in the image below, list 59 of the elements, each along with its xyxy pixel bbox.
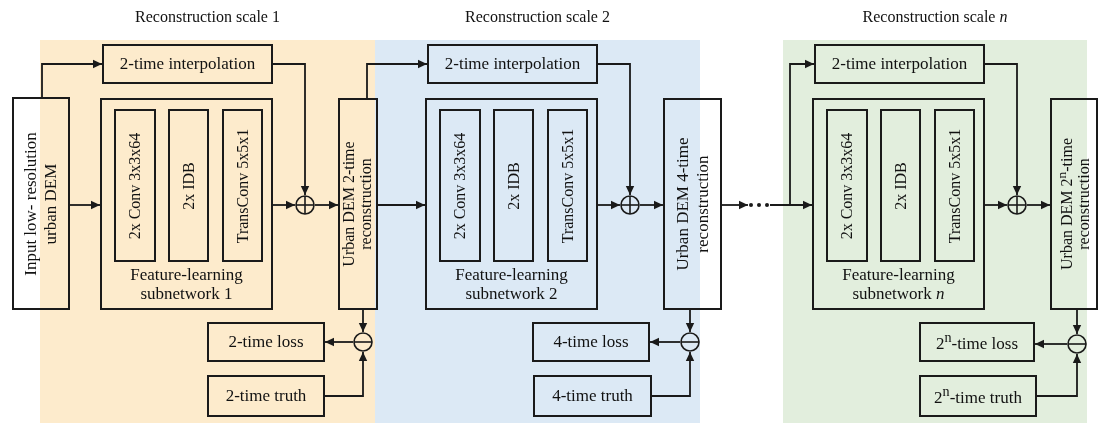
- ellipsis-dots: [748, 201, 770, 209]
- subtraction-circle: [1067, 334, 1087, 354]
- arrow: [597, 200, 621, 210]
- arrow: [366, 59, 428, 99]
- arrow: [377, 200, 426, 210]
- arrow: [69, 200, 101, 210]
- subnetwork-title: Feature-learning subnetwork n: [841, 264, 956, 304]
- arrow: [41, 59, 103, 98]
- process-box: 2-time interpolation: [427, 44, 598, 84]
- process-box: 2$^{n}$-time truth: [919, 375, 1037, 417]
- process-box: 2-time truth: [207, 375, 325, 417]
- arrow: [324, 351, 368, 397]
- arrow: [984, 200, 1008, 210]
- arrow: [1026, 200, 1051, 210]
- process-box: Urban DEM 4-time reconstruction: [663, 98, 722, 310]
- process-box: 4-time truth: [533, 375, 652, 417]
- process-box: TransConv 5x5x1: [934, 109, 975, 262]
- arrow: [1034, 339, 1068, 349]
- process-box: 2x Conv 3x3x64: [826, 109, 868, 262]
- subnetwork-box: [425, 98, 598, 310]
- panel-heading: Reconstruction scale n: [861, 8, 1009, 26]
- arrow: [358, 309, 368, 333]
- subtraction-circle: [680, 332, 700, 352]
- arrow: [685, 309, 695, 333]
- arrow: [272, 63, 310, 196]
- arrow: [721, 200, 749, 210]
- process-box: 4-time loss: [532, 322, 650, 362]
- process-box: 2-time interpolation: [814, 44, 985, 84]
- summation-circle: [620, 195, 640, 215]
- process-box: 2x Conv 3x3x64: [439, 109, 481, 262]
- arrow: [324, 337, 354, 347]
- process-box: 2x IDB: [493, 109, 534, 262]
- arrow: [314, 200, 339, 210]
- arrow: [984, 63, 1022, 196]
- arrow: [1072, 309, 1082, 335]
- process-box: 2-time interpolation: [102, 44, 273, 84]
- subnetwork-box: [812, 98, 985, 310]
- arrow: [272, 200, 296, 210]
- process-box: 2x IDB: [168, 109, 209, 262]
- process-box: 2-time loss: [207, 322, 325, 362]
- subnetwork-title: Feature-learning subnetwork 1: [129, 264, 244, 304]
- process-box: 2x IDB: [880, 109, 921, 262]
- arrow: [597, 63, 635, 196]
- subnetwork-box: [100, 98, 273, 310]
- panel-heading: Reconstruction scale 2: [464, 8, 611, 26]
- subnetwork-title: Feature-learning subnetwork 2: [454, 264, 569, 304]
- panel-heading: Reconstruction scale 1: [134, 8, 281, 26]
- summation-circle: [1007, 195, 1027, 215]
- summation-circle: [295, 195, 315, 215]
- process-box: Input low- resolution urban DEM: [12, 97, 70, 310]
- arrow: [639, 200, 664, 210]
- process-box: 2$^{n}$-time loss: [919, 322, 1035, 362]
- process-box: TransConv 5x5x1: [547, 109, 588, 262]
- arrow: [1036, 353, 1082, 397]
- arrow: [649, 337, 681, 347]
- process-box: 2x Conv 3x3x64: [114, 109, 156, 262]
- subtraction-circle: [353, 332, 373, 352]
- process-box: TransConv 5x5x1: [222, 109, 263, 262]
- arrow: [651, 351, 695, 397]
